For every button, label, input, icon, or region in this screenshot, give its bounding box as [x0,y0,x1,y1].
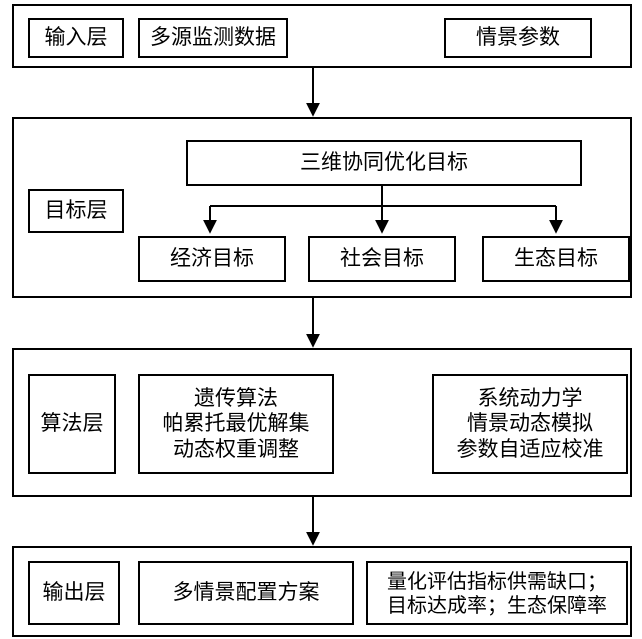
ecological-goal-text: 生态目标 [514,246,598,271]
scenario-params-text: 情景参数 [476,25,560,50]
scenario-plan-box: 多情景配置方案 [138,561,354,625]
input-layer-label: 输入层 [28,18,124,58]
algorithm-layer-label: 算法层 [28,374,116,474]
simulation-methods-box: 系统动力学 情景动态模拟 参数自适应校准 [432,374,628,474]
scenario-simulation-text: 情景动态模拟 [467,411,593,436]
optimization-methods-box: 遗传算法 帕累托最优解集 动态权重调整 [138,374,334,474]
metrics-line-1: 量化评估指标供需缺口； [387,569,607,593]
output-layer-label-text: 输出层 [42,580,106,605]
social-goal-box: 社会目标 [308,236,456,282]
metrics-line-2: 目标达成率；生态保障率 [387,593,607,617]
algorithm-layer: 算法层 遗传算法 帕累托最优解集 动态权重调整 系统动力学 情景动态模拟 参数自… [12,348,632,497]
algorithm-layer-label-text: 算法层 [40,411,104,436]
system-dynamics-text: 系统动力学 [477,386,583,411]
economic-goal-box: 经济目标 [138,236,286,282]
evaluation-metrics-box: 量化评估指标供需缺口； 目标达成率；生态保障率 [366,561,628,625]
input-layer-label-text: 输入层 [44,25,108,50]
multi-source-data-text: 多源监测数据 [150,25,276,50]
scenario-plan-text: 多情景配置方案 [172,580,320,605]
output-layer-label: 输出层 [28,561,120,625]
dynamic-weight-text: 动态权重调整 [173,436,299,461]
goal-layer: 目标层 三维协同优化目标 经济目标 社会目标 生态目标 [12,117,632,298]
ecological-goal-box: 生态目标 [482,236,630,282]
top-goal-box: 三维协同优化目标 [186,140,582,186]
social-goal-text: 社会目标 [340,246,424,271]
parameter-calibration-text: 参数自适应校准 [456,436,604,461]
economic-goal-text: 经济目标 [170,246,254,271]
goal-layer-label: 目标层 [28,189,124,233]
goal-layer-label-text: 目标层 [44,198,108,223]
multi-source-data-box: 多源监测数据 [138,18,288,58]
top-goal-text: 三维协同优化目标 [300,150,468,175]
input-layer: 输入层 多源监测数据 情景参数 [12,4,632,68]
output-layer: 输出层 多情景配置方案 量化评估指标供需缺口； 目标达成率；生态保障率 [12,546,632,637]
scenario-params-box: 情景参数 [444,18,592,58]
genetic-algorithm-text: 遗传算法 [194,386,278,411]
pareto-set-text: 帕累托最优解集 [162,411,310,436]
